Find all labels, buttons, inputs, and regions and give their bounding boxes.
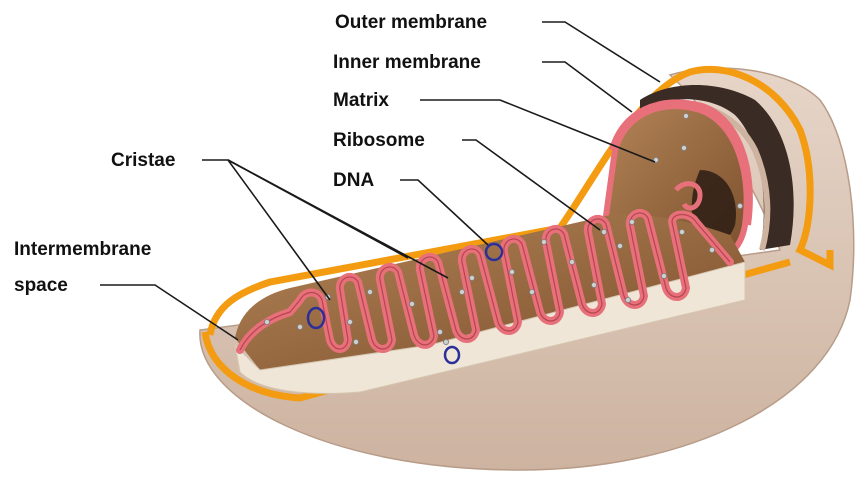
ribosome-dot (469, 275, 474, 280)
ribosome-dot (437, 329, 442, 334)
ribosome-dot (367, 289, 372, 294)
ribosome-dot (625, 297, 630, 302)
ribosome-dot (347, 319, 352, 324)
ribosome-dot (737, 203, 742, 208)
leader-dna (400, 180, 488, 245)
leader-inner-membrane (542, 62, 632, 112)
label-inner-membrane: Inner membrane (333, 52, 481, 73)
label-intermembrane-line2: space (14, 275, 68, 296)
ribosome-dot (297, 324, 302, 329)
ribosome-dot (529, 289, 534, 294)
label-dna: DNA (333, 170, 374, 191)
leader-ribosome (462, 140, 600, 230)
ribosome-dot (541, 239, 546, 244)
ribosome-dot (709, 247, 714, 252)
label-ribosome: Ribosome (333, 130, 425, 151)
leader-outer-membrane (542, 22, 660, 82)
ribosome-dot (459, 289, 464, 294)
ribosome-dot (409, 301, 414, 306)
label-intermembrane-line1: Intermembrane (14, 239, 151, 260)
ribosome-dot (591, 282, 596, 287)
label-matrix: Matrix (333, 90, 389, 111)
ribosome-dot (661, 273, 666, 278)
label-outer-membrane: Outer membrane (335, 12, 487, 33)
ribosome-dot (629, 219, 634, 224)
ribosome-dot (443, 339, 448, 344)
ribosome-dot (617, 243, 622, 248)
ribosome-dot (681, 145, 686, 150)
ribosome-dot (569, 259, 574, 264)
ribosome-dot (683, 113, 688, 118)
ribosome-dot (264, 319, 269, 324)
label-cristae: Cristae (111, 150, 175, 171)
ribosome-dot (509, 269, 514, 274)
ribosome-dot (353, 339, 358, 344)
ribosome-dot (601, 229, 606, 234)
ribosome-dot (679, 229, 684, 234)
